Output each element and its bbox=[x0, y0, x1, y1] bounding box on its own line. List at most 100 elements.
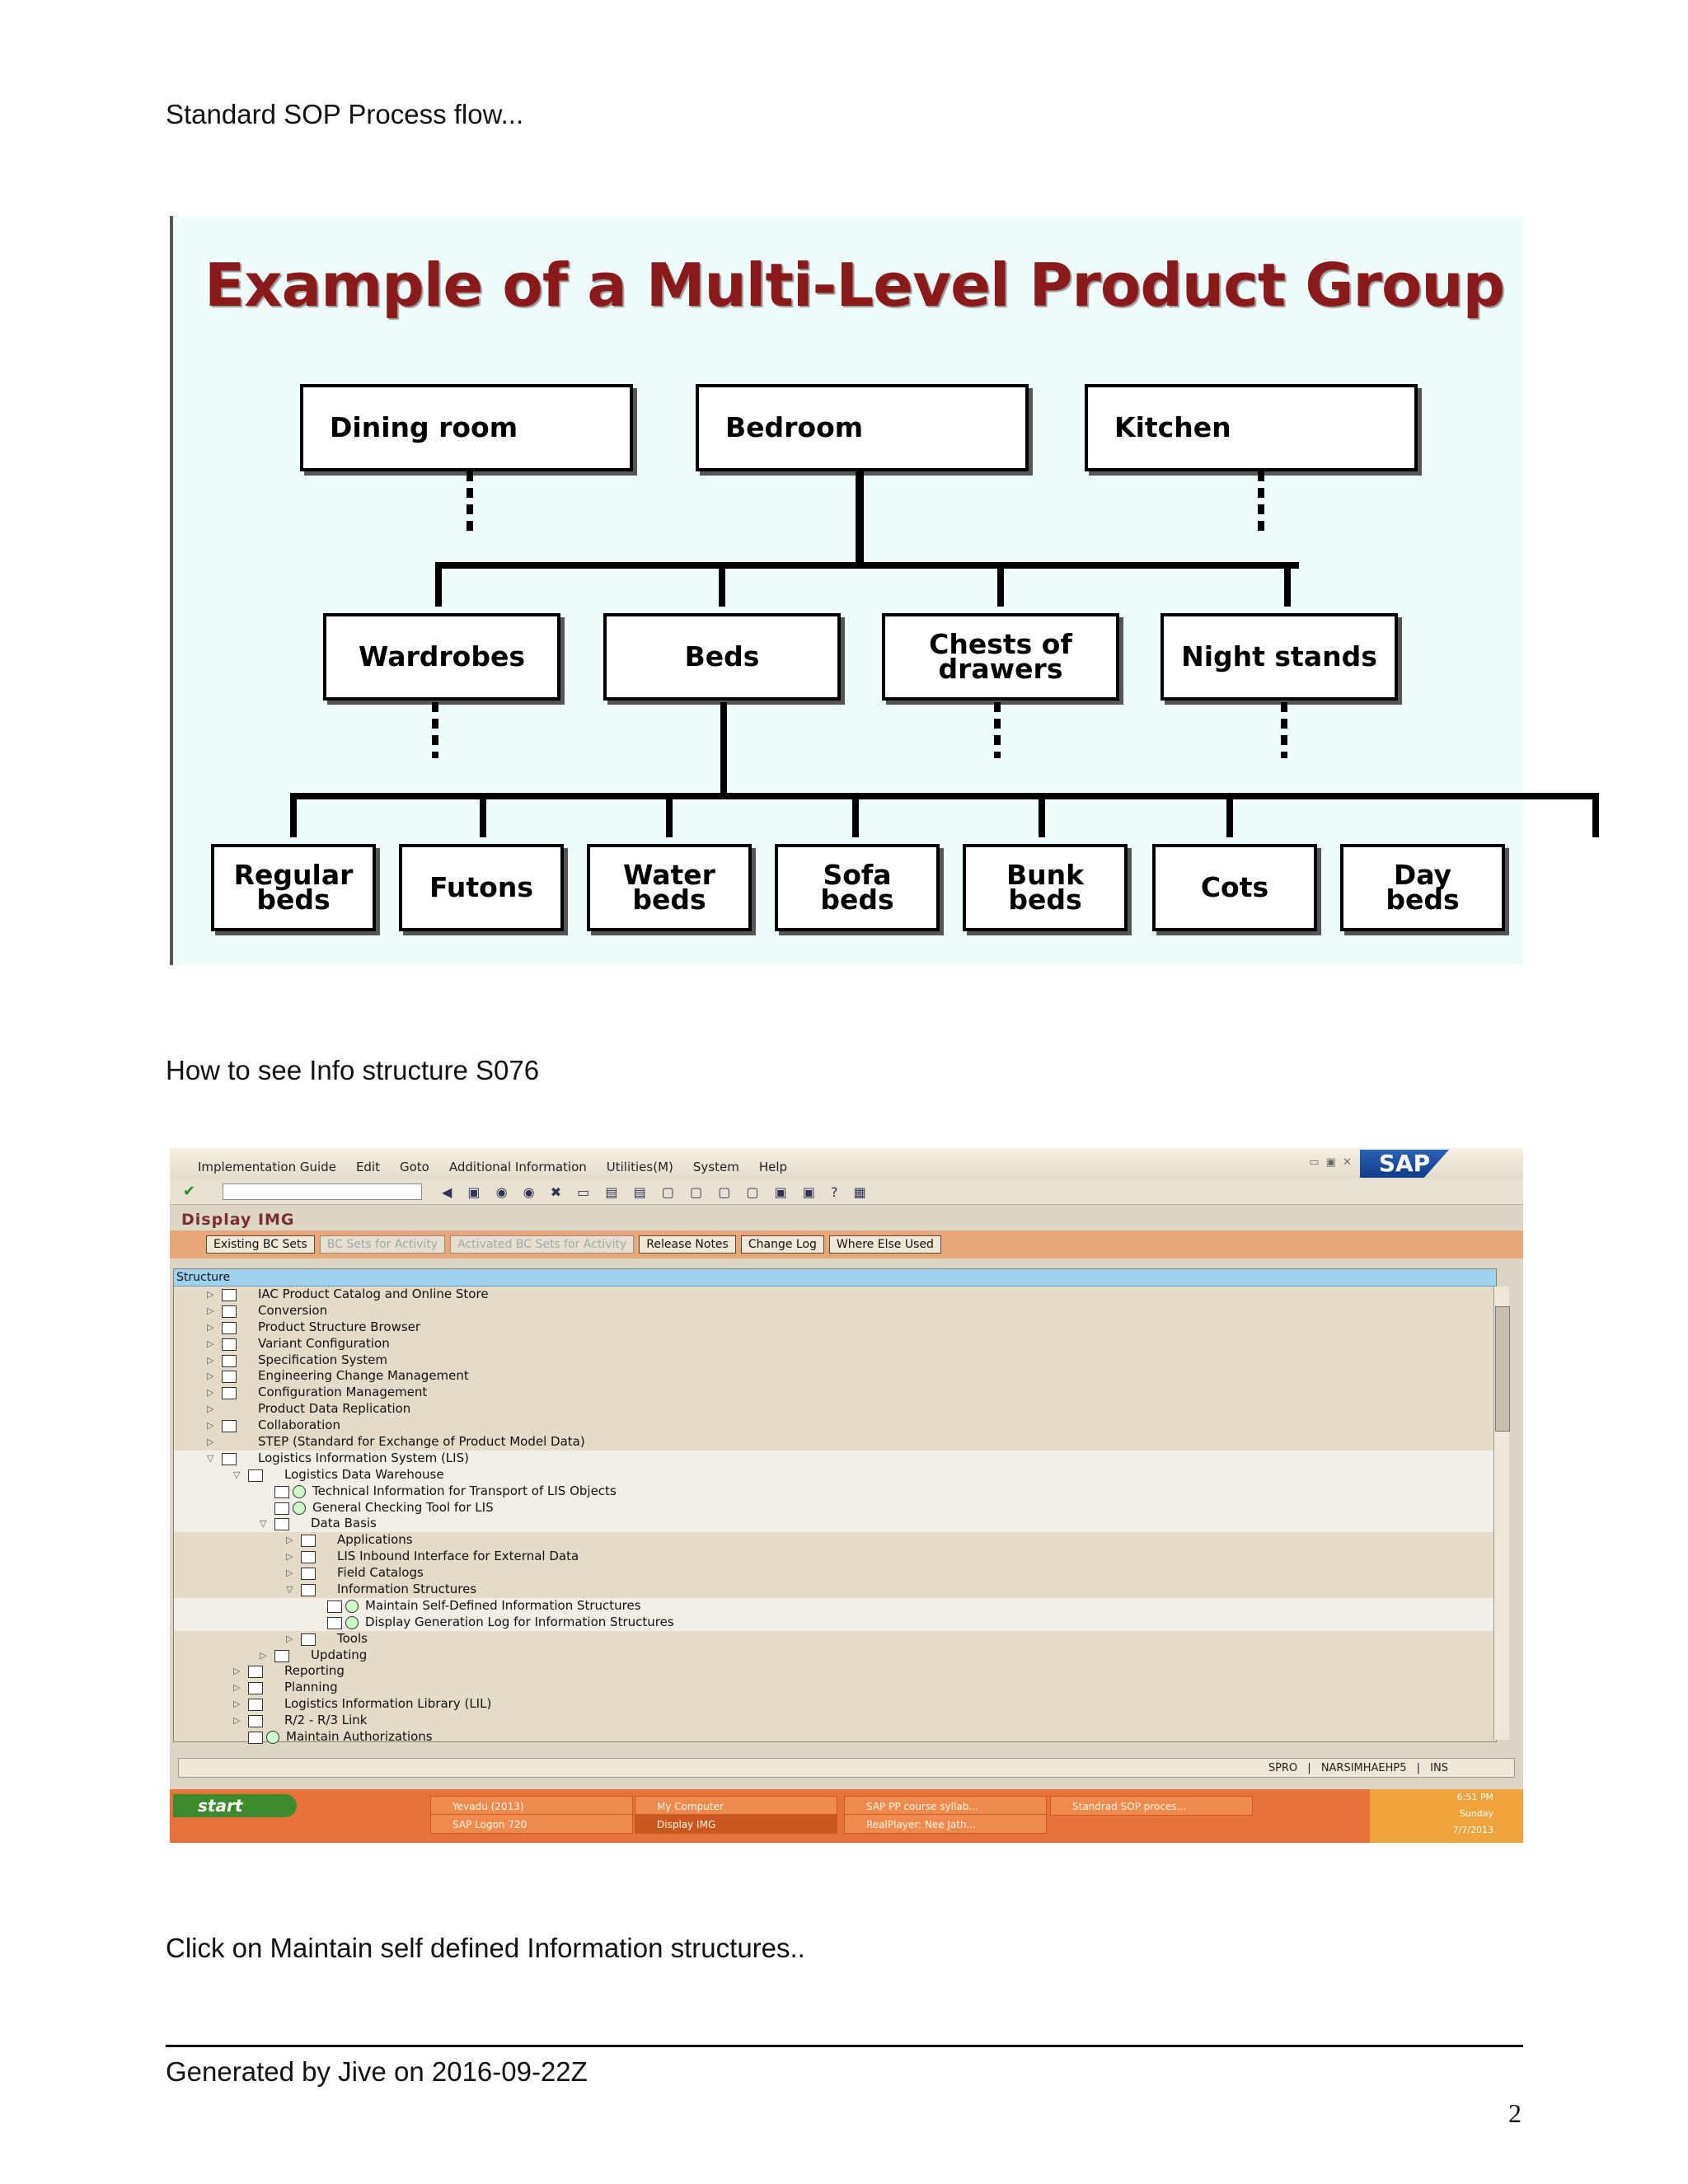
tree-node-label[interactable]: Updating bbox=[311, 1647, 368, 1662]
tree-node-label[interactable]: Conversion bbox=[258, 1302, 328, 1318]
taskbar-button[interactable]: RealPlayer: Nee Jath... bbox=[844, 1814, 1047, 1834]
expand-icon[interactable]: ▷ bbox=[233, 1699, 241, 1710]
expand-icon[interactable]: ▷ bbox=[207, 1289, 214, 1300]
collapse-icon[interactable]: ▽ bbox=[286, 1584, 293, 1596]
tree-node-label[interactable]: Product Structure Browser bbox=[258, 1319, 421, 1334]
tree-node-label[interactable]: Field Catalogs bbox=[337, 1565, 424, 1581]
tree-node[interactable]: Technical Information for Transport of L… bbox=[174, 1483, 1496, 1500]
expand-icon[interactable]: ▷ bbox=[260, 1649, 267, 1661]
execute-icon[interactable] bbox=[345, 1599, 359, 1613]
tree-node-label[interactable]: Configuration Management bbox=[258, 1385, 428, 1400]
execute-icon[interactable] bbox=[293, 1501, 306, 1515]
taskbar-button[interactable]: My Computer bbox=[635, 1796, 837, 1816]
tree-node[interactable]: ▷ LIS Inbound Interface for External Data bbox=[174, 1549, 1496, 1565]
expand-icon[interactable]: ▷ bbox=[233, 1666, 241, 1677]
collapse-icon[interactable]: ▽ bbox=[233, 1469, 241, 1480]
taskbar-button[interactable]: Display IMG bbox=[635, 1814, 837, 1834]
tree-node-label[interactable]: Product Data Replication bbox=[258, 1401, 411, 1417]
tree-node-label[interactable]: STEP (Standard for Exchange of Product M… bbox=[258, 1434, 585, 1450]
tree-node[interactable]: ▷ Reporting bbox=[174, 1663, 1496, 1680]
tree-node[interactable]: ▷ Configuration Management bbox=[174, 1385, 1496, 1401]
tree-node[interactable]: ▷Tools bbox=[174, 1631, 1496, 1647]
toolbar-icons[interactable]: ◀ ▣ ◉ ◉ ✖ ▭ ▤ ▤ ▢ ▢ ▢ ▢ ▣ ▣ ? ▦ bbox=[442, 1184, 872, 1200]
tree-node-label[interactable]: General Checking Tool for LIS bbox=[312, 1499, 494, 1515]
menu-item[interactable]: Edit bbox=[355, 1160, 380, 1174]
tree-node-label[interactable]: Data Basis bbox=[311, 1516, 377, 1531]
tree-node[interactable]: ▽ Logistics Information System (LIS) bbox=[174, 1450, 1496, 1467]
tree-node[interactable]: ▷ Planning bbox=[174, 1680, 1496, 1696]
expand-icon[interactable]: ▷ bbox=[207, 1305, 214, 1316]
tree-node-label[interactable]: Maintain Self-Defined Information Struct… bbox=[365, 1597, 641, 1613]
tree-node[interactable]: ▽ Logistics Data Warehouse bbox=[174, 1466, 1496, 1483]
tree-node[interactable]: ▷Collaboration bbox=[174, 1418, 1496, 1434]
tree-node-label[interactable]: Display Generation Log for Information S… bbox=[365, 1614, 674, 1629]
app-toolbar-button[interactable]: Activated BC Sets for Activity bbox=[450, 1235, 635, 1254]
tree-node-label[interactable]: Variant Configuration bbox=[258, 1335, 390, 1351]
expand-icon[interactable]: ▷ bbox=[233, 1682, 241, 1694]
tree-node[interactable]: ▷ Field Catalogs bbox=[174, 1565, 1496, 1582]
app-toolbar-button[interactable]: Release Notes bbox=[639, 1235, 736, 1254]
tree-node-label[interactable]: LIS Inbound Interface for External Data bbox=[337, 1549, 579, 1564]
tree-node-label[interactable]: Information Structures bbox=[337, 1582, 477, 1597]
tree-node[interactable]: ▽ Data Basis bbox=[174, 1516, 1496, 1533]
tree-node-label[interactable]: Tools bbox=[337, 1630, 368, 1646]
collapse-icon[interactable]: ▽ bbox=[260, 1518, 267, 1530]
menu-item[interactable]: Additional Information bbox=[448, 1160, 587, 1174]
tree-node-label[interactable]: Maintain Authorizations bbox=[286, 1729, 433, 1745]
tree-node[interactable]: General Checking Tool for LIS bbox=[174, 1499, 1496, 1516]
tree-node-label[interactable]: Logistics Information System (LIS) bbox=[258, 1450, 469, 1465]
expand-icon[interactable]: ▷ bbox=[207, 1387, 214, 1399]
collapse-icon[interactable]: ▽ bbox=[207, 1452, 214, 1464]
tree-node-label[interactable]: Logistics Data Warehouse bbox=[284, 1466, 444, 1482]
tree-node[interactable]: ▷Product Data Replication bbox=[174, 1401, 1496, 1418]
tree-node-label[interactable]: Collaboration bbox=[258, 1418, 340, 1433]
execute-icon[interactable] bbox=[345, 1615, 359, 1629]
expand-icon[interactable]: ▷ bbox=[286, 1551, 293, 1563]
menu-item[interactable]: Implementation Guide bbox=[198, 1160, 336, 1174]
menu-item[interactable]: Utilities(M) bbox=[606, 1160, 673, 1174]
taskbar-button[interactable]: Yevadu (2013) bbox=[430, 1796, 633, 1816]
taskbar-button[interactable]: Standrad SOP proces... bbox=[1050, 1796, 1253, 1816]
tree-node[interactable]: ▷ Logistics Information Library (LIL) bbox=[174, 1696, 1496, 1713]
app-toolbar-button[interactable]: BC Sets for Activity bbox=[319, 1235, 446, 1254]
start-button[interactable]: start bbox=[173, 1794, 297, 1817]
vertical-scrollbar[interactable] bbox=[1493, 1286, 1510, 1740]
app-toolbar-button[interactable]: Where Else Used bbox=[828, 1235, 941, 1254]
tree-node[interactable]: Display Generation Log for Information S… bbox=[174, 1614, 1496, 1631]
tree-node-label[interactable]: Planning bbox=[284, 1680, 338, 1695]
tree-node[interactable]: Maintain Self-Defined Information Struct… bbox=[174, 1597, 1496, 1615]
tree-node[interactable]: Maintain Authorizations bbox=[174, 1729, 1496, 1746]
tree-node[interactable]: ▷ Specification System bbox=[174, 1352, 1496, 1369]
tree-node[interactable]: ▷R/2 - R/3 Link bbox=[174, 1713, 1496, 1729]
tree-node-label[interactable]: IAC Product Catalog and Online Store bbox=[258, 1286, 489, 1301]
tree-node-label[interactable]: Reporting bbox=[284, 1663, 345, 1679]
tree-node[interactable]: ▷ Product Structure Browser bbox=[174, 1319, 1496, 1336]
menu-item[interactable]: Goto bbox=[400, 1160, 429, 1174]
scrollbar-thumb[interactable] bbox=[1495, 1306, 1510, 1432]
tree-node[interactable]: ▷Engineering Change Management bbox=[174, 1368, 1496, 1385]
tree-node[interactable]: ▷ Updating bbox=[174, 1647, 1496, 1664]
tree-node-label[interactable]: Specification System bbox=[258, 1352, 388, 1367]
expand-icon[interactable]: ▷ bbox=[207, 1321, 214, 1333]
tree-node[interactable]: ▷Applications bbox=[174, 1532, 1496, 1549]
img-structure-tree[interactable]: Structure ▷IAC Product Catalog and Onlin… bbox=[173, 1268, 1497, 1745]
expand-icon[interactable]: ▷ bbox=[207, 1338, 214, 1349]
tree-node-label[interactable]: Technical Information for Transport of L… bbox=[312, 1483, 617, 1498]
window-controls[interactable]: ▭ ▣ ✕ bbox=[1309, 1156, 1353, 1169]
menu-item[interactable]: Help bbox=[758, 1160, 788, 1174]
taskbar-button[interactable]: SAP Logon 720 bbox=[430, 1814, 633, 1834]
expand-icon[interactable]: ▷ bbox=[207, 1354, 214, 1366]
app-toolbar-button[interactable]: Change Log bbox=[740, 1235, 824, 1254]
tree-node[interactable]: ▷ IAC Product Catalog and Online Store bbox=[174, 1286, 1496, 1303]
tree-node-label[interactable]: Logistics Information Library (LIL) bbox=[284, 1696, 492, 1712]
tree-node[interactable]: ▽ Information Structures bbox=[174, 1582, 1496, 1598]
tree-node[interactable]: ▷ Conversion bbox=[174, 1303, 1496, 1319]
expand-icon[interactable]: ▷ bbox=[286, 1568, 293, 1579]
tree-node[interactable]: ▷ STEP (Standard for Exchange of Product … bbox=[174, 1434, 1496, 1451]
tree-node[interactable]: ▷ Variant Configuration bbox=[174, 1336, 1496, 1352]
tree-node-label[interactable]: Applications bbox=[337, 1532, 413, 1548]
execute-icon[interactable] bbox=[293, 1484, 306, 1498]
menu-item[interactable]: System bbox=[692, 1160, 739, 1174]
tree-node-label[interactable]: R/2 - R/3 Link bbox=[284, 1713, 368, 1728]
expand-icon[interactable]: ▷ bbox=[207, 1436, 214, 1448]
